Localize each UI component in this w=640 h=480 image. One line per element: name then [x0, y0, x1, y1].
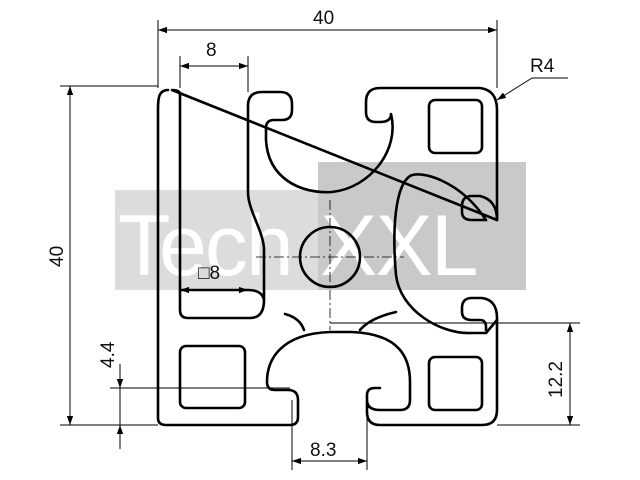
dim-slot-opening: 8 — [179, 40, 249, 92]
center-lines — [256, 200, 404, 330]
dim-corner-radius: R4 — [496, 56, 568, 101]
dim-lip-depth-label: 4.4 — [98, 341, 119, 368]
watermark-text-right: XXL — [320, 198, 477, 294]
dim-square-hole: □8 — [180, 263, 248, 294]
outer-profile-contour — [156, 86, 499, 427]
dim-center-offset: 12.2 — [330, 322, 580, 426]
left-channel — [178, 288, 266, 302]
square-hole-bottom-left — [178, 344, 247, 410]
dim-center-offset-label: 12.2 — [546, 361, 567, 398]
dim-slot-opening-label: 8 — [206, 40, 217, 61]
dim-corner-radius-label: R4 — [530, 56, 555, 77]
dim-overall-height: 40 — [47, 85, 158, 426]
watermark-box-left — [115, 190, 325, 290]
dim-slot-bottom-label: 8.3 — [310, 440, 336, 461]
watermark-box-right — [318, 162, 526, 290]
dim-slot-bottom: 8.3 — [291, 400, 368, 470]
dim-square-hole-label: □8 — [198, 263, 220, 284]
square-hole-top-right — [427, 98, 484, 155]
dim-overall-height-label: 40 — [47, 246, 68, 267]
right-slot-arc — [393, 173, 499, 335]
dim-overall-width: 40 — [157, 8, 498, 88]
square-hole-bottom-right — [427, 355, 484, 412]
dim-overall-width-label: 40 — [313, 8, 334, 29]
dim-lip-depth: 4.4 — [98, 341, 290, 449]
core-web — [283, 310, 398, 332]
watermark: Tech XXL — [115, 162, 526, 294]
